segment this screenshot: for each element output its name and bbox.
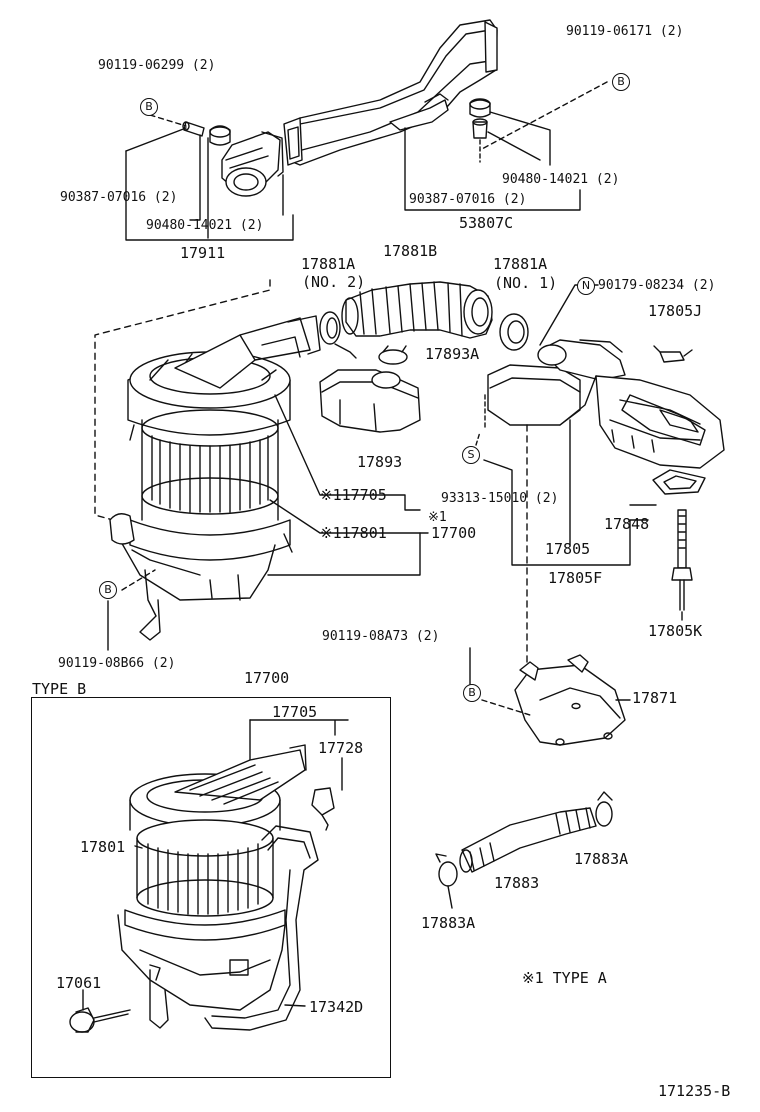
label-17728: 17728 <box>318 739 364 757</box>
label-17881a-no2-sub: (NO. 2) <box>302 273 366 291</box>
intake-duct-53807c <box>283 19 498 166</box>
gasket-17848 <box>652 469 706 495</box>
resonator-17893 <box>319 369 421 433</box>
label-90119-06299: 90119-06299 (2) <box>98 58 216 73</box>
label-17805f: 17805F <box>548 569 603 587</box>
label-93313-15010: 93313-15010 (2) <box>441 491 559 506</box>
hose-17883 <box>459 807 597 873</box>
clamp-17883a-left <box>435 853 458 909</box>
air-cleaner-17700 <box>109 315 321 641</box>
clamp-17893a <box>378 345 408 365</box>
connector-17881a-no2 <box>319 311 357 359</box>
label-17848: 17848 <box>604 515 650 533</box>
label-17881b: 17881B <box>383 242 438 260</box>
label-17801-type-b: 17801 <box>80 838 126 856</box>
type-b-frame <box>31 697 391 1078</box>
label-17881a-no1: 17881A <box>493 255 548 273</box>
label-17342d: 17342D <box>309 998 364 1016</box>
hose-17911 <box>221 131 284 197</box>
label-17881a-no2: 17881A <box>301 255 356 273</box>
label-90480-14021-right: 90480-14021 (2) <box>502 172 620 187</box>
air-cleaner-type-b <box>117 744 335 1031</box>
clamp-17883a-right <box>595 791 613 827</box>
label-90387-07016-left: 90387-07016 (2) <box>60 190 178 205</box>
label-17883: 17883 <box>494 874 540 892</box>
note-type-a: ※1 TYPE A <box>522 969 607 987</box>
label-17881a-no1-sub: (NO. 1) <box>494 274 558 292</box>
label-17700: 17700 <box>431 524 477 542</box>
label-type-b: TYPE B <box>32 680 87 698</box>
badge-n: N <box>577 277 595 295</box>
main-leaders <box>107 394 429 651</box>
label-117705: ※117705 <box>320 486 387 504</box>
label-90119-06171: 90119-06171 (2) <box>566 24 684 39</box>
grommet-right <box>469 98 491 118</box>
drawing-number: 171235-B <box>658 1082 731 1100</box>
bracket-17871 <box>469 647 631 746</box>
label-90387-07016-right: 90387-07016 (2) <box>409 192 527 207</box>
label-17805: 17805 <box>545 540 591 558</box>
label-90119-08a73: 90119-08A73 (2) <box>322 629 440 644</box>
label-17705-type-b: 17705 <box>272 703 318 721</box>
bolt-right <box>472 118 488 139</box>
label-17700-type-b: 17700 <box>244 669 290 687</box>
top-leader-lines <box>94 81 608 523</box>
intake-17805 <box>487 339 725 469</box>
connector-17881a-no1 <box>499 313 529 351</box>
badge-b-bracket: B <box>463 684 481 702</box>
badge-b-mid-left: B <box>99 581 117 599</box>
label-90480-14021-left: 90480-14021 (2) <box>146 218 264 233</box>
bolt-17805k <box>671 509 693 611</box>
wing-nut-17805j <box>653 345 693 363</box>
label-117801: ※117801 <box>320 524 387 542</box>
label-17911: 17911 <box>180 244 226 262</box>
label-17893a: 17893A <box>425 345 480 363</box>
label-17805k: 17805K <box>648 622 703 640</box>
grommet-left <box>209 125 231 146</box>
label-17883a-left: 17883A <box>421 914 476 932</box>
label-17893: 17893 <box>357 453 403 471</box>
label-17883a-right: 17883A <box>574 850 629 868</box>
typeb-leaders <box>82 719 349 1011</box>
sensor-17061 <box>69 1007 131 1033</box>
hose-17881b <box>341 281 493 339</box>
badge-b-top-right: B <box>612 73 630 91</box>
label-17805j: 17805J <box>648 302 703 320</box>
badge-b-top-left: B <box>140 98 158 116</box>
label-90179-08234: 90179-08234 (2) <box>598 278 716 293</box>
label-17871: 17871 <box>632 689 678 707</box>
label-53807c: 53807C <box>459 214 514 232</box>
label-17061: 17061 <box>56 974 102 992</box>
label-ref-1: ※1 <box>428 510 447 525</box>
badge-s: S <box>462 446 480 464</box>
bolt-left <box>182 121 205 137</box>
label-90119-08b66: 90119-08B66 (2) <box>58 656 176 671</box>
